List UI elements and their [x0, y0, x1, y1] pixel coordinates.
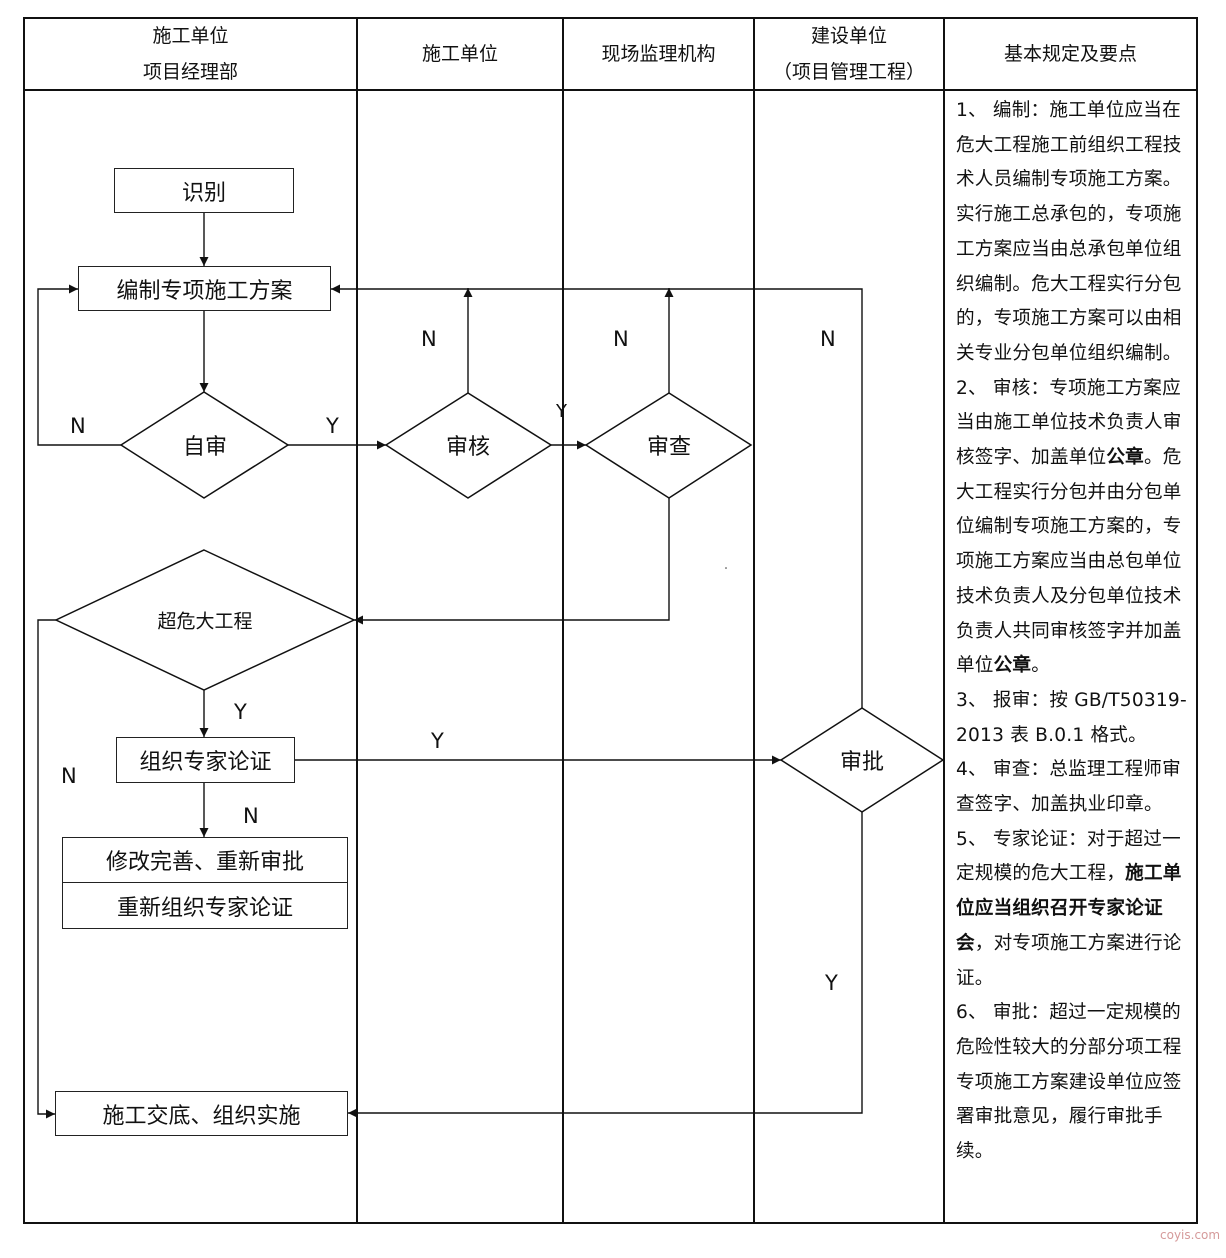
node-reorganize: 重新组织专家论证 [62, 882, 348, 929]
rule-item: 4、 审查：总监理工程师审查签字、加盖执业印章。 [956, 753, 1188, 822]
edge-label-self-y: Y [326, 414, 339, 438]
rule-item: 5、 专家论证：对于超过一定规模的危大工程，施工单位应当组织召开专家论证会，对专… [956, 823, 1188, 997]
rule-text: 6、 审批：超过一定规模的危险性较大的分部分项工程专项施工方案建设单位应签署审批… [956, 1002, 1182, 1163]
arrow-super-n [37, 619, 56, 1119]
watermark: coyis.com [1160, 1228, 1221, 1242]
rule-text: 3、 报审：按 GB/T50319-2013 表 B.0.1 格式。 [956, 689, 1187, 746]
rule-text: ，对专项施工方案进行论证。 [956, 932, 1182, 989]
node-revise: 修改完善、重新审批 [62, 837, 348, 883]
arrow-approve-y [348, 812, 863, 1118]
rule-text: 。危大工程实行分包并由分包单位编制专项施工方案的，专项施工方案应当由总包单位技术… [956, 447, 1182, 677]
header-owner-line2: （项目管理工程） [772, 61, 925, 83]
label-inspect: 审查 [646, 435, 692, 460]
header-owner-line1: 建设单位 [810, 25, 887, 47]
arrow-inspect-y [354, 498, 670, 625]
rule-item: 6、 审批：超过一定规模的危险性较大的分部分项工程专项施工方案建设单位应签署审批… [956, 996, 1188, 1170]
stray-dot [725, 567, 727, 569]
rules-text: 1、 编制：施工单位应当在危大工程施工前组织工程技术人员编制专项施工方案。实行施… [956, 94, 1188, 1170]
rule-text: 5、 专家论证：对于超过一定规模的危大工程， [956, 828, 1181, 885]
edge-label-approve-y: Y [825, 971, 838, 995]
label-self-review: 自审 [182, 435, 228, 460]
edge-label-inspect-n: N [613, 327, 629, 351]
edge-label-expert-n: N [243, 804, 259, 828]
label-super-danger: 超危大工程 [157, 610, 253, 633]
label-audit: 审核 [445, 435, 491, 460]
header-pm-dept: 施工单位 项目经理部 [24, 18, 357, 90]
self-review-diamond [119, 391, 290, 499]
rule-text: 1、 编制：施工单位应当在危大工程施工前组织工程技术人员编制专项施工方案。实行施… [956, 100, 1182, 364]
arrow-approve-n [331, 284, 863, 708]
rule-text: 。 [1031, 655, 1050, 677]
header-pm-line1: 施工单位 [152, 25, 229, 47]
edge-label-approve-n: N [820, 327, 836, 351]
header-rules: 基本规定及要点 [944, 18, 1197, 90]
header-owner: 建设单位 （项目管理工程） [754, 18, 944, 90]
header-supervision: 现场监理机构 [563, 18, 754, 90]
rule-emphasis: 公章 [993, 655, 1032, 677]
rule-text: 2、 审核：专项施工方案应当由施工单位技术负责人审核签字、加盖单位 [956, 377, 1182, 469]
audit-diamond [384, 392, 553, 499]
node-compile-plan: 编制专项施工方案 [78, 266, 331, 311]
edge-label-super-y: Y [234, 700, 247, 724]
inspect-diamond [584, 392, 753, 499]
edge-label-expert-y: Y [431, 729, 444, 753]
edge-label-audit-n: N [421, 327, 437, 351]
node-identify: 识别 [114, 168, 294, 213]
edge-label-inspect-y: Y [556, 401, 567, 422]
rule-text: 4、 审查：总监理工程师审查签字、加盖执业印章。 [956, 759, 1181, 816]
rule-item: 2、 审核：专项施工方案应当由施工单位技术负责人审核签字、加盖单位公章。危大工程… [956, 372, 1188, 684]
rule-item: 3、 报审：按 GB/T50319-2013 表 B.0.1 格式。 [956, 684, 1188, 753]
edge-label-super-n: N [61, 764, 77, 788]
arrow-self-n [37, 284, 121, 446]
header-contractor: 施工单位 [357, 18, 563, 90]
rule-emphasis: 施工单位应当组织召开专家论证会 [956, 863, 1182, 954]
label-approve: 审批 [839, 750, 885, 775]
edge-label-self-n: N [70, 414, 86, 438]
header-rules-label: 基本规定及要点 [1003, 43, 1137, 65]
header-contractor-label: 施工单位 [421, 43, 498, 65]
table-grid [23, 17, 1198, 1224]
super-danger-diamond [54, 549, 356, 691]
header-pm-line2: 项目经理部 [142, 61, 238, 83]
rule-emphasis: 公章 [1106, 447, 1144, 469]
approve-diamond [779, 707, 945, 813]
rule-item: 1、 编制：施工单位应当在危大工程施工前组织工程技术人员编制专项施工方案。实行施… [956, 94, 1188, 372]
node-expert-review: 组织专家论证 [116, 737, 295, 783]
node-implement: 施工交底、组织实施 [55, 1091, 348, 1136]
header-supervision-label: 现场监理机构 [601, 43, 716, 65]
